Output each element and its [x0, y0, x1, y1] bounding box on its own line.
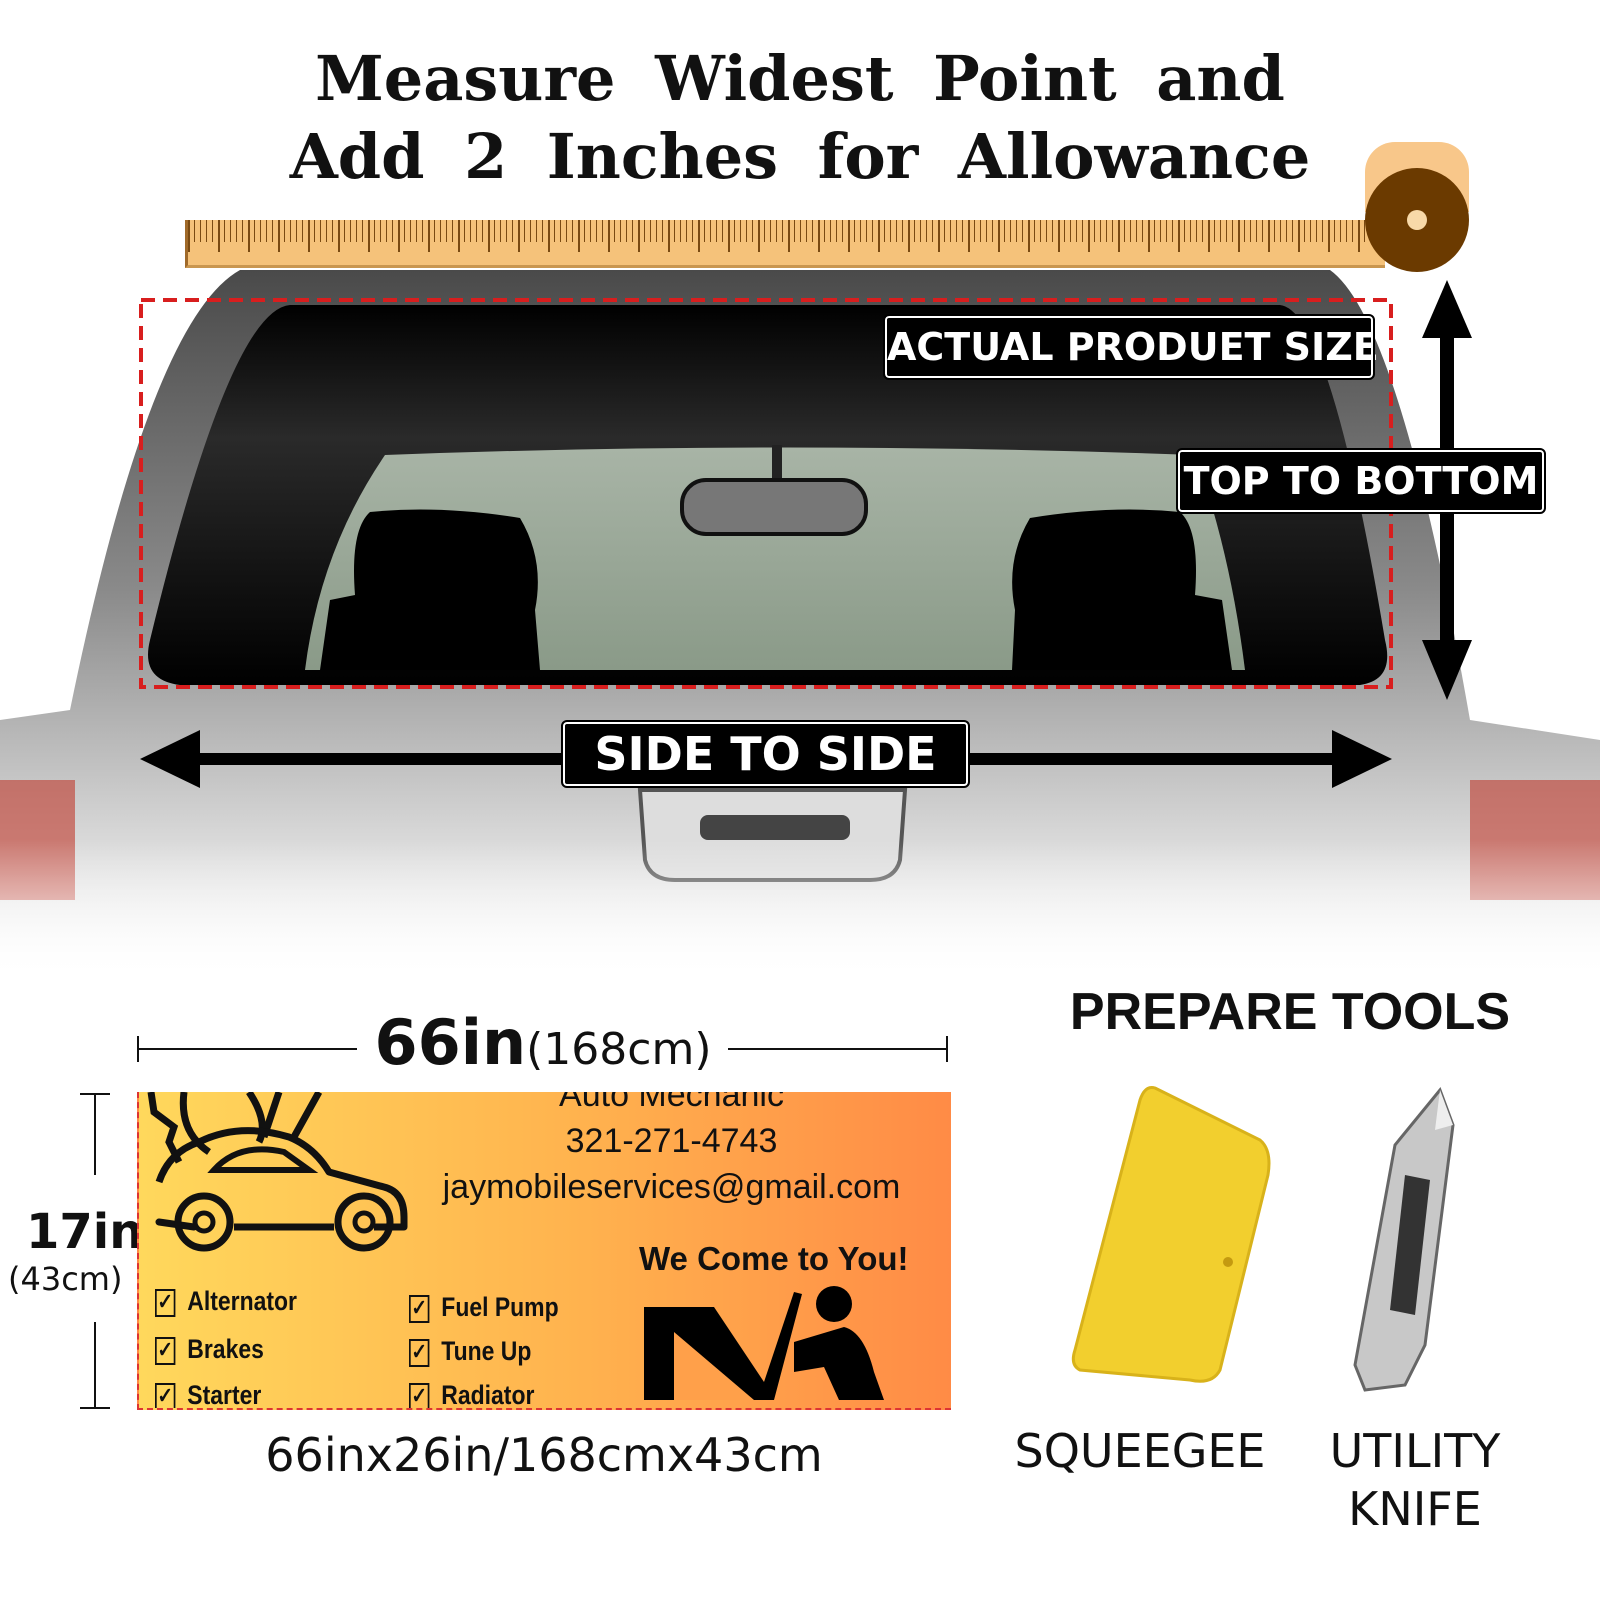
truck-rear-illustration — [0, 270, 1600, 980]
dim-line — [137, 1048, 357, 1050]
service-item: ✓Starter — [155, 1380, 261, 1408]
service-item: ✓Fuel Pump — [409, 1292, 559, 1323]
dim-line — [728, 1048, 948, 1050]
width-dimension: 66in(168cm) — [360, 1006, 726, 1079]
top-to-bottom-label: TOP TO BOTTOM — [1176, 448, 1546, 514]
squeegee-icon — [1071, 1086, 1271, 1383]
dim-tick — [80, 1407, 110, 1409]
measuring-tape — [185, 220, 1385, 268]
checkbox-icon: ✓ — [409, 1294, 430, 1323]
service-item: ✓Alternator — [155, 1286, 297, 1317]
headline-line-1: Measure Widest Point and — [315, 42, 1285, 115]
knife-label-line-1: UTILITY — [1329, 1424, 1501, 1478]
knife-label-line-2: KNIFE — [1348, 1482, 1482, 1536]
tape-roll-icon — [1365, 168, 1469, 272]
actual-size-label: ACTUAL PRODUET SIZE — [883, 314, 1379, 380]
banner-preview: Auto Mechanic 321-271-4743 jaymobileserv… — [137, 1092, 951, 1410]
utility-knife-icon — [1353, 1087, 1455, 1392]
banner-title: Auto Mechanic — [559, 1092, 784, 1114]
car-repair-icon — [147, 1092, 408, 1252]
width-cm: (168cm) — [526, 1024, 712, 1075]
banner-slogan: We Come to You! — [639, 1240, 909, 1277]
height-inches: 17in — [26, 1204, 144, 1260]
service-item: ✓Brakes — [155, 1334, 264, 1365]
squeegee-label: SQUEEGEE — [1014, 1424, 1266, 1478]
service-item: ✓Radiator — [409, 1380, 534, 1408]
checkbox-icon: ✓ — [155, 1336, 176, 1365]
dim-tick — [946, 1036, 948, 1062]
banner-phone: 321-271-4743 — [565, 1122, 778, 1160]
side-to-side-label: SIDE TO SIDE — [561, 720, 970, 788]
dim-line — [94, 1322, 96, 1408]
mechanic-icon — [644, 1286, 884, 1400]
checkbox-icon: ✓ — [155, 1382, 176, 1408]
checkbox-icon: ✓ — [155, 1288, 176, 1317]
headline-line-2: Add 2 Inches for Allowance — [289, 120, 1311, 193]
banner-email: jaymobileservices@gmail.com — [442, 1168, 901, 1206]
width-inches: 66in — [374, 1006, 527, 1079]
height-cm: (43cm) — [8, 1260, 123, 1298]
service-item: ✓Tune Up — [409, 1336, 531, 1367]
checkbox-icon: ✓ — [409, 1338, 430, 1367]
size-summary: 66inx26in/168cmx43cm — [265, 1428, 823, 1482]
dim-line — [94, 1093, 96, 1175]
checkbox-icon: ✓ — [409, 1382, 430, 1408]
tools-heading: PREPARE TOOLS — [1069, 983, 1511, 1041]
